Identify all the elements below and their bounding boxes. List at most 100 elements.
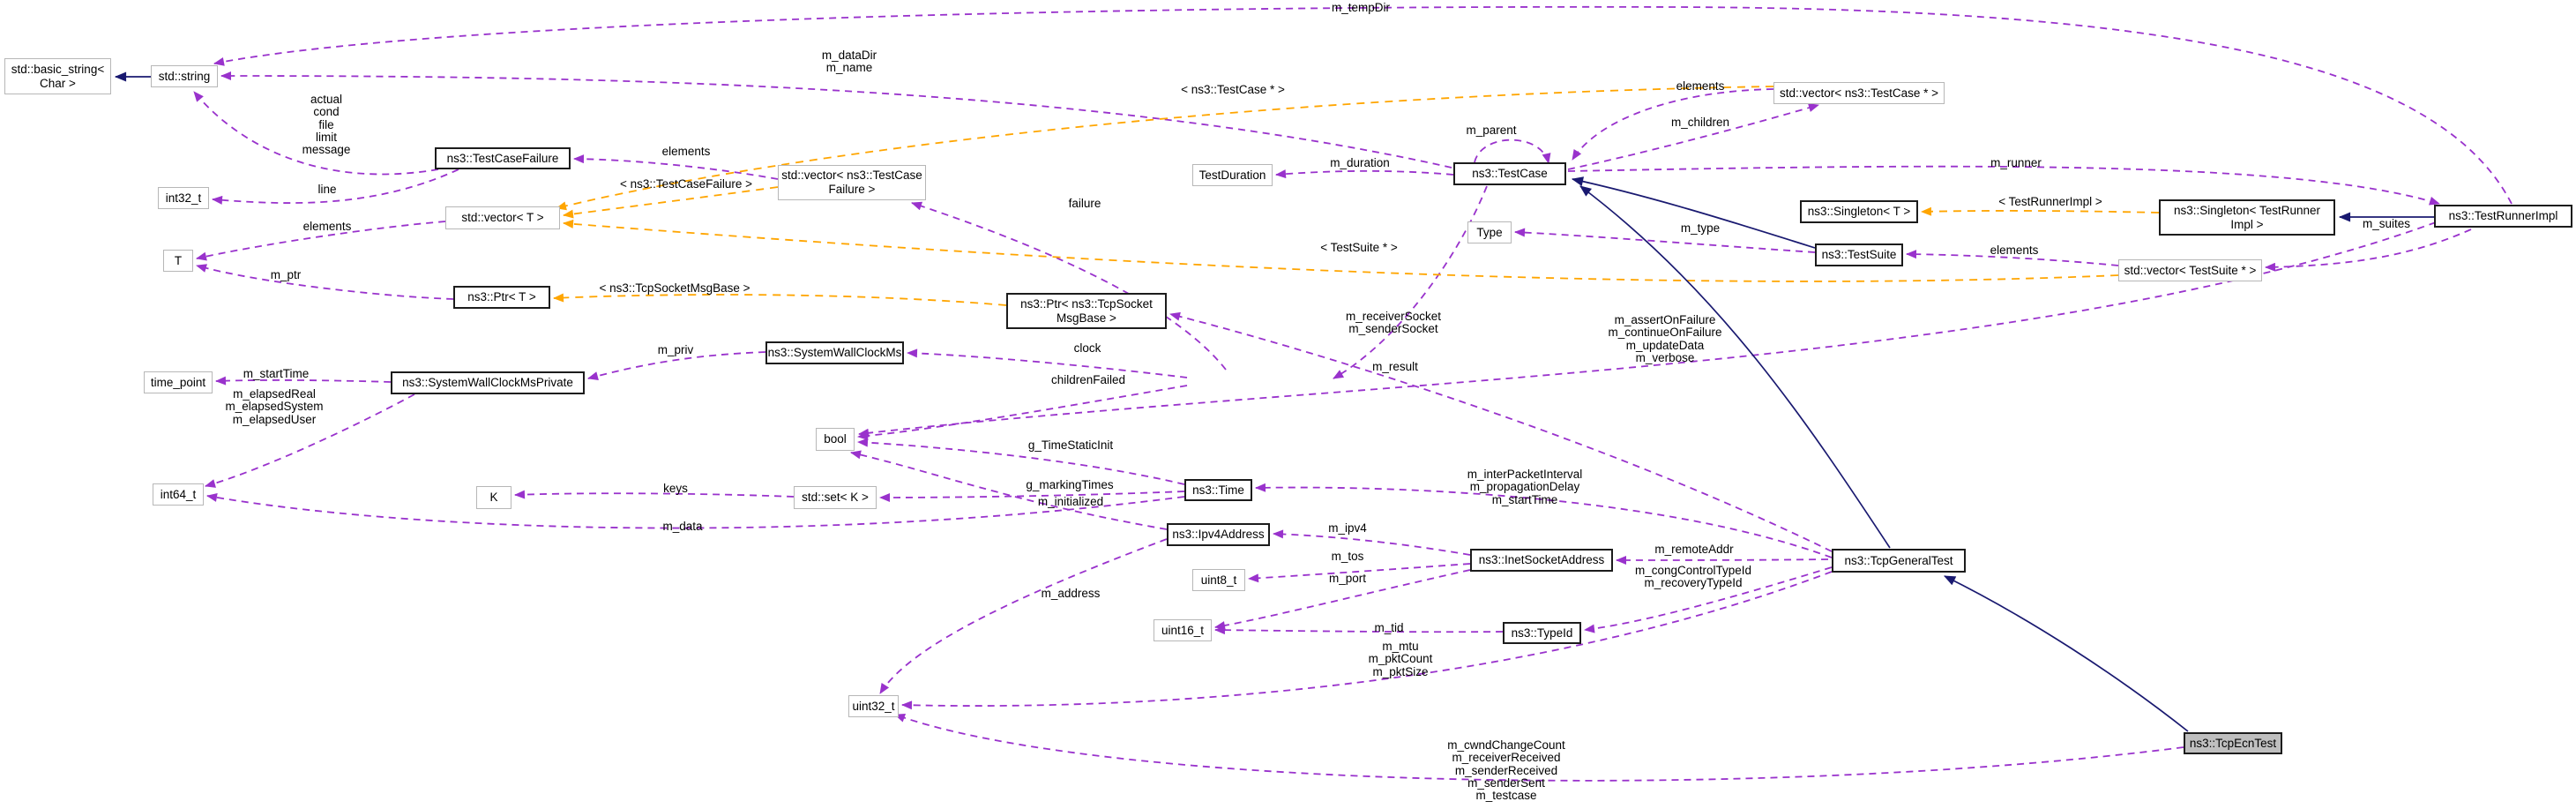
edge-label-failure: failure (1068, 197, 1101, 210)
class-node-std-vector-testcase-ptr: std::vector< ns3::TestCase * > (1773, 82, 1945, 104)
edge-tmpl-testrunnerimpl (1921, 206, 2160, 216)
edge-m-tempdir (213, 5, 2513, 205)
edge-label-m-ptr: m_ptr (270, 268, 302, 281)
edge-label-m-port: m_port (1328, 572, 1367, 585)
edge-label-m-address: m_address (1041, 587, 1101, 600)
class-node-ns3-testcase[interactable]: ns3::TestCase (1453, 162, 1566, 185)
class-node-ns3-singleton-testrunnerimpl[interactable]: ns3::Singleton< TestRunner Impl > (2159, 199, 2335, 236)
class-node-std-vector-t: std::vector< T > (445, 206, 560, 229)
edge-m-congcontroltypeid (1584, 566, 1833, 633)
edge-label-m-cwndchangecount: m_cwndChangeCount m_receiverReceived m_s… (1447, 738, 1565, 803)
class-node-ns3-ptr-t[interactable]: ns3::Ptr< T > (453, 286, 550, 309)
edge-m-type (1514, 228, 1816, 253)
class-node-t: T (163, 250, 193, 272)
edge-m-cwndchangecount (894, 714, 2184, 782)
edge-label-m-duration: m_duration (1330, 156, 1390, 169)
edge-label-m-interpacketinterval: m_interPacketInterval m_propagationDelay… (1467, 468, 1583, 506)
class-node-std-vector-testcasefailure: std::vector< ns3::TestCase Failure > (778, 165, 926, 200)
class-node-ns3-testrunnerimpl[interactable]: ns3::TestRunnerImpl (2434, 205, 2572, 228)
edge-m-ptr (196, 264, 454, 300)
edge-label-keys: keys (663, 482, 688, 495)
edge-elements-testcase (1572, 88, 1774, 161)
edge-label-m-parent: m_parent (1466, 124, 1517, 137)
edge-m-tid (1214, 625, 1504, 635)
edge-label-m-remoteaddr: m_remoteAddr (1654, 543, 1734, 556)
edge-keys (514, 490, 795, 499)
edge-label-tmpl-testcase-ptr: < ns3::TestCase * > (1181, 83, 1285, 96)
edge-label-m-congcontroltypeid: m_congControlTypeId m_recoveryTypeId (1634, 564, 1752, 590)
class-node-ns3-tcpgeneraltest[interactable]: ns3::TcpGeneralTest (1832, 549, 1966, 573)
edge-label-elements-t: elements (302, 220, 352, 233)
class-node-ns3-ptr-tcpsocketmsgbase[interactable]: ns3::Ptr< ns3::TcpSocket MsgBase > (1006, 293, 1167, 329)
edge-line (212, 169, 459, 205)
edge-label-actual-cond-file: actual cond file limit message (302, 93, 351, 157)
edge-label-tmpl-testrunnerimpl: < TestRunnerImpl > (1998, 195, 2102, 208)
edge-label-m-mtu-pktcount-pktsize: m_mtu m_pktCount m_pktSize (1368, 640, 1433, 678)
edge-m-starttime (215, 376, 392, 386)
edge-label-g-markingtimes: g_markingTimes (1026, 478, 1114, 491)
class-node-ns3-ipv4address[interactable]: ns3::Ipv4Address (1167, 523, 1270, 546)
class-node-ns3-systemwallclockms[interactable]: ns3::SystemWallClockMs (765, 341, 904, 364)
edge-m-duration (1275, 169, 1454, 179)
edge-label-m-tempdir: m_tempDir (1331, 1, 1391, 14)
edge-m-tos (1248, 563, 1471, 583)
edge-m-children (1567, 103, 1819, 170)
edge-tmpl-testcasefailure (563, 186, 779, 219)
class-node-int64-t: int64_t (153, 483, 204, 506)
class-node-ns3-inetsocketaddress[interactable]: ns3::InetSocketAddress (1470, 549, 1613, 572)
class-node-uint8-t: uint8_t (1192, 569, 1245, 591)
edge-label-m-suites: m_suites (2362, 217, 2411, 230)
edge-tmpl-testsuite-ptr (563, 219, 2119, 282)
edge-inherit-tcpecntest-tcpgeneraltest (1944, 575, 2189, 732)
edge-label-m-assertonfailure: m_assertOnFailure m_continueOnFailure m_… (1608, 313, 1722, 364)
edge-elements-testcasefailure (573, 154, 779, 180)
edge-m-result (1333, 185, 1488, 379)
edge-m-runner (1567, 165, 2440, 206)
edge-label-m-tos: m_tos (1331, 550, 1364, 563)
class-node-std-set-k: std::set< K > (794, 486, 877, 509)
edge-label-m-priv: m_priv (657, 343, 694, 356)
edge-m-mtu-pktcount-pktsize (901, 571, 1833, 710)
edge-m-remoteaddr (1616, 555, 1829, 565)
edge-label-m-data: m_data (662, 520, 703, 533)
edge-label-childrenfailed: childrenFailed (1050, 373, 1126, 386)
edge-tmpl-tcpsocketmsgbase (553, 293, 1007, 306)
edge-actual-cond-file (193, 91, 439, 176)
edge-elements-testsuite (1906, 250, 2119, 266)
edge-g-markingtimes (879, 491, 1185, 502)
class-node-uint16-t: uint16_t (1154, 619, 1212, 641)
edge-label-m-starttime: m_startTime (243, 367, 310, 380)
class-node-ns3-singleton-t[interactable]: ns3::Singleton< T > (1800, 200, 1918, 223)
edge-label-elements-testcase: elements (1676, 79, 1725, 93)
class-node-k: K (476, 486, 511, 509)
edge-label-clock: clock (1073, 341, 1101, 355)
class-node-ns3-testcasefailure[interactable]: ns3::TestCaseFailure (435, 147, 571, 169)
class-node-type: Type (1467, 221, 1512, 243)
class-node-ns3-testsuite[interactable]: ns3::TestSuite (1815, 243, 1903, 266)
edge-m-datadir-m-name (220, 71, 1452, 169)
class-node-std-vector-testsuite-ptr: std::vector< TestSuite * > (2118, 259, 2262, 281)
class-node-testduration: TestDuration (1192, 164, 1273, 186)
class-node-ns3-systemwallclockmsprivate[interactable]: ns3::SystemWallClockMsPrivate (391, 371, 585, 394)
edge-m-elapsed (205, 393, 415, 488)
edge-label-m-ipv4: m_ipv4 (1328, 521, 1367, 535)
edge-label-m-type: m_type (1680, 221, 1721, 235)
class-node-ns3-time[interactable]: ns3::Time (1184, 479, 1252, 501)
edge-elements-t (196, 221, 446, 261)
edge-label-tmpl-testsuite-ptr: < TestSuite * > (1320, 241, 1398, 254)
class-node-std-string: std::string (151, 65, 218, 87)
edge-label-m-datadir-m-name: m_dataDir m_name (821, 49, 877, 75)
edge-m-port (1214, 569, 1471, 630)
edge-label-tmpl-testcasefailure: < ns3::TestCaseFailure > (619, 177, 753, 191)
class-node-int32-t: int32_t (158, 187, 209, 209)
edge-label-m-receiversocket: m_receiverSocket m_senderSocket (1345, 310, 1442, 336)
edge-label-m-elapsed: m_elapsedReal m_elapsedSystem m_elapsedU… (225, 387, 324, 426)
edge-m-parent-selfloop (1474, 139, 1551, 164)
class-node-ns3-tcpecntest: ns3::TcpEcnTest (2184, 732, 2282, 754)
edge-m-address (879, 538, 1168, 694)
edge-m-suites (2265, 228, 2472, 272)
edge-inherit-testsuite-testcase (1571, 176, 1816, 249)
class-node-ns3-typeid[interactable]: ns3::TypeId (1503, 622, 1581, 644)
class-node-time-point: time_point (144, 371, 213, 393)
